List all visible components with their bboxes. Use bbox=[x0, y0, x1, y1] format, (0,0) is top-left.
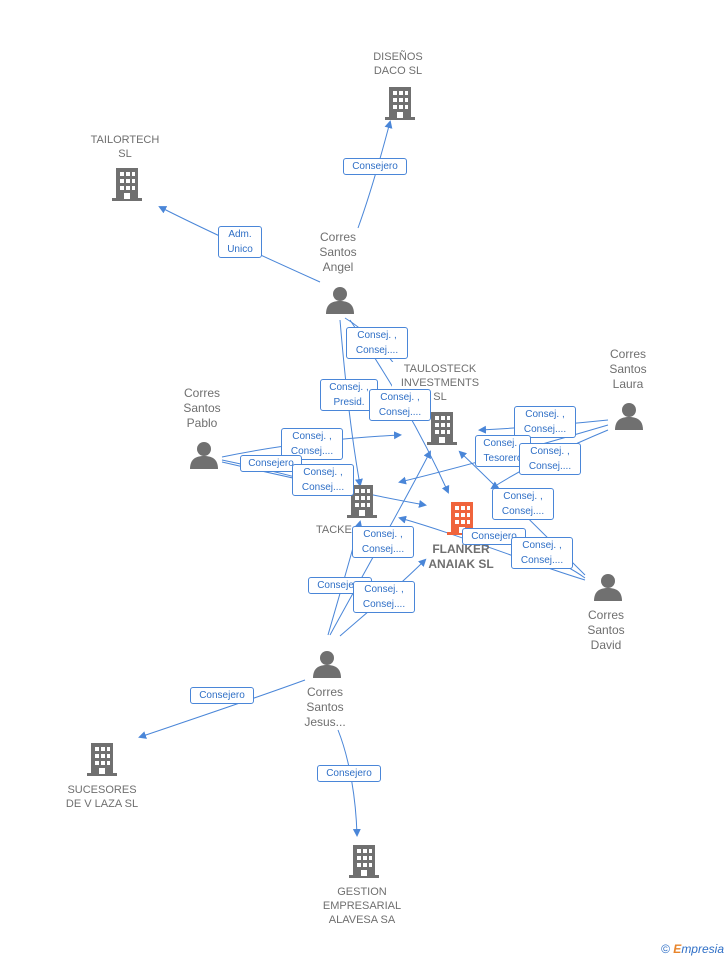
edge-tag-jesus-gestion[interactable]: Consejero bbox=[317, 765, 381, 782]
edge-tag-angel-disenos[interactable]: Consejero bbox=[343, 158, 407, 175]
copyright-icon: © bbox=[661, 942, 670, 956]
brand-initial: E bbox=[673, 942, 682, 956]
node-label-tailortech[interactable]: TAILORTECH SL bbox=[90, 134, 160, 160]
edge-tag-angel-tailortech[interactable]: Adm. Unico bbox=[218, 226, 262, 258]
node-label-tacke[interactable]: TACKE bbox=[316, 524, 352, 536]
empresia-logo: © Empresia bbox=[661, 942, 724, 956]
edge-jesus-gestion bbox=[337, 729, 361, 837]
edge-tag-david-tacke[interactable]: Consejero bbox=[462, 528, 526, 545]
node-label-disenos[interactable]: DISEÑOS DACO SL bbox=[373, 51, 423, 77]
node-label-pablo[interactable]: Corres Santos Pablo bbox=[183, 386, 221, 430]
edge-tag-laura-flanker[interactable]: Consej. , Consej.... bbox=[519, 443, 581, 475]
building-icon bbox=[349, 845, 379, 878]
brand-name: mpresia bbox=[681, 942, 724, 956]
building-icon bbox=[427, 412, 457, 445]
edge-tag-pablo-tacke[interactable]: Consejero bbox=[240, 455, 302, 472]
edge-angel-disenos bbox=[357, 120, 393, 229]
node-label-gestion[interactable]: GESTION EMPRESARIAL ALAVESA SA bbox=[322, 886, 402, 926]
edge-tag-pablo-flanker[interactable]: Consej. , Consej.... bbox=[292, 464, 354, 496]
edge-tag-jesus-flanker[interactable]: Consej. , Consej.... bbox=[353, 581, 415, 613]
edge-david-tacke bbox=[398, 515, 586, 581]
edge-tag-angel-taulosteck[interactable]: Consej. , Consej.... bbox=[346, 327, 408, 359]
edge-tag-jesus-sucesores[interactable]: Consejero bbox=[190, 687, 254, 704]
node-label-laura[interactable]: Corres Santos Laura bbox=[609, 347, 647, 391]
person-icon bbox=[313, 651, 341, 678]
edge-jesus-sucesores bbox=[138, 679, 306, 739]
person-icon bbox=[615, 403, 643, 430]
edges bbox=[138, 120, 609, 837]
person-icon bbox=[594, 574, 622, 601]
edge-tag-pablo-taulosteck[interactable]: Consej. , Consej.... bbox=[281, 428, 343, 460]
edge-tag-david-flanker[interactable]: Consej. , Consej.... bbox=[511, 537, 573, 569]
building-icon bbox=[112, 168, 142, 201]
node-icons bbox=[87, 87, 643, 878]
edge-tag-angel-flanker[interactable]: Consej. , Consej.... bbox=[369, 389, 431, 421]
building-icon bbox=[385, 87, 415, 120]
person-icon bbox=[326, 287, 354, 314]
node-label-angel[interactable]: Corres Santos Angel bbox=[319, 230, 357, 274]
node-label-taulosteck[interactable]: TAULOSTECK INVESTMENTS SL bbox=[392, 362, 488, 404]
edge-tag-laura-taulosteck[interactable]: Consej. , Consej.... bbox=[514, 406, 576, 438]
node-label-flanker[interactable]: FLANKER ANAIAK SL bbox=[428, 542, 494, 571]
node-label-jesus[interactable]: Corres Santos Jesus... bbox=[304, 685, 346, 729]
node-label-david[interactable]: Corres Santos David bbox=[587, 608, 625, 652]
person-icon bbox=[190, 442, 218, 469]
edge-tag-jesus-taulosteck[interactable]: Consej. , Consej.... bbox=[352, 526, 414, 558]
edge-tag-david-taulosteck[interactable]: Consej. , Consej.... bbox=[492, 488, 554, 520]
node-label-sucesores[interactable]: SUCESORES DE V LAZA SL bbox=[65, 784, 139, 810]
building-icon bbox=[87, 743, 117, 776]
edge-tag-angel-tacke[interactable]: Consej. , Presid. bbox=[320, 379, 378, 411]
